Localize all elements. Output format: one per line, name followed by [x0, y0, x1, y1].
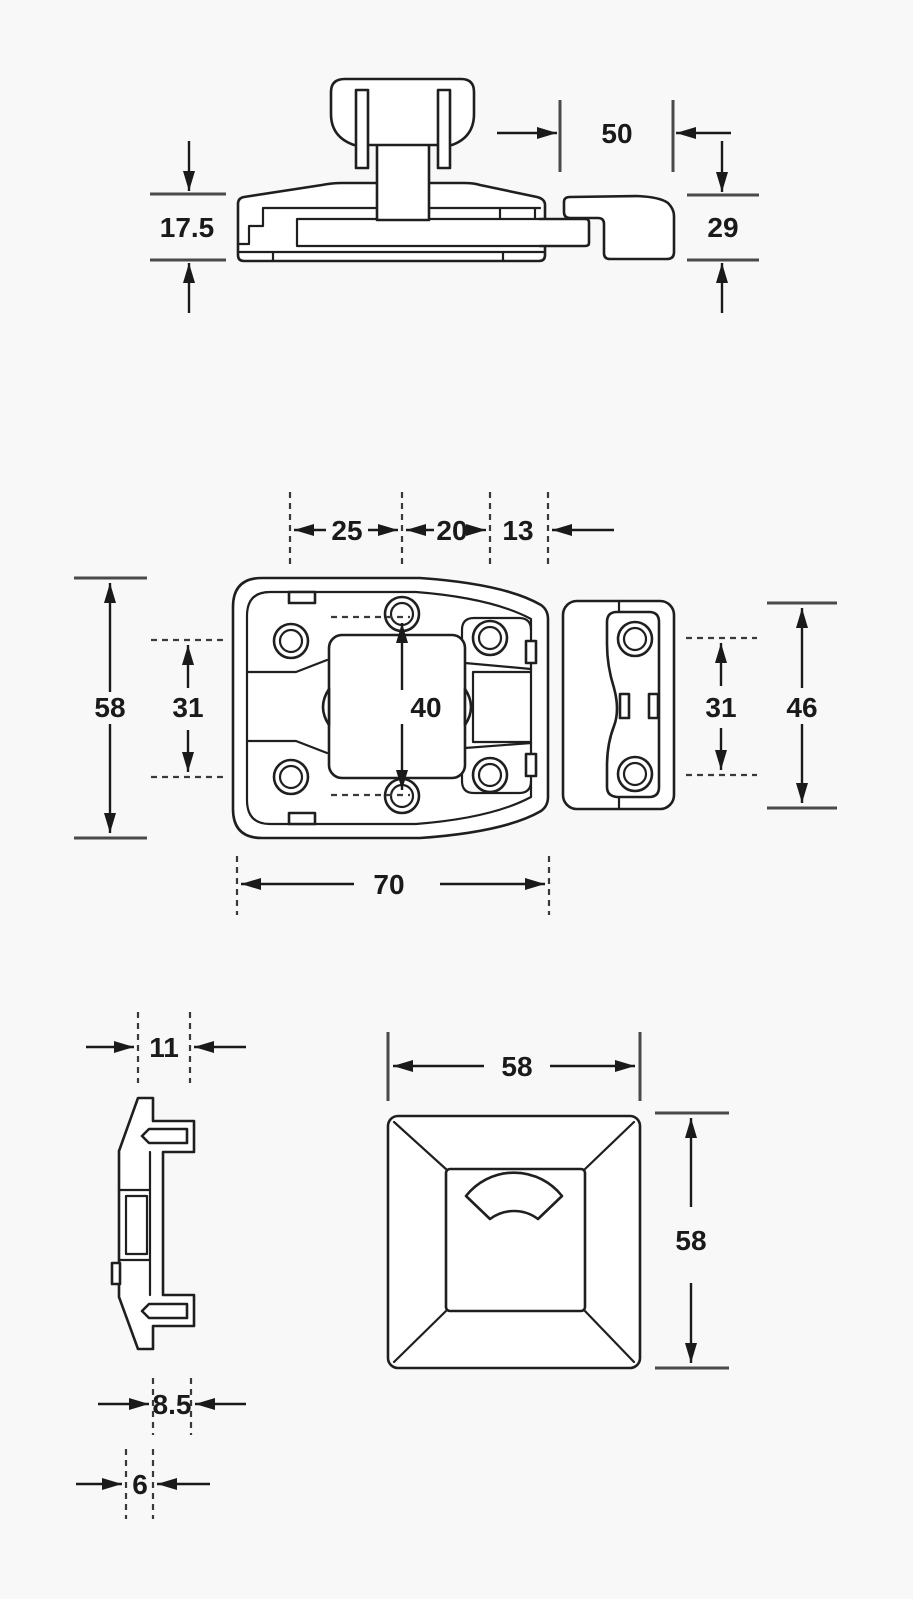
dim-label-face-height: 58 — [675, 1225, 706, 1256]
keeper-slots — [618, 692, 660, 720]
dim-plate-depth: 6 — [76, 1449, 210, 1519]
dim-overall-depth: 11 — [86, 1012, 246, 1083]
keeper-bone-outline — [605, 610, 661, 799]
dim-ticks — [386, 1032, 642, 1101]
plan-view: 25 20 13 58 31 40 — [74, 492, 837, 915]
face-thumb-recess — [464, 1171, 564, 1221]
dim-label-plate-depth: 6 — [132, 1469, 148, 1500]
screw-hole-inner — [622, 761, 648, 787]
dim-label-keeper-height: 29 — [707, 212, 738, 243]
dim-label-keeper-hole-pitch: 31 — [705, 692, 736, 723]
dim-keeper-height: 29 — [687, 141, 759, 313]
dim-label-flange-depth: 8.5 — [153, 1389, 192, 1420]
extension-lines — [151, 1378, 193, 1435]
keeper-profile-slots — [140, 1127, 189, 1320]
dim-ticks — [655, 1111, 729, 1370]
keeper-side-outline — [562, 194, 676, 261]
dim-label-edge-offset: 13 — [502, 515, 533, 546]
dim-label-body-length: 58 — [94, 692, 125, 723]
dim-ticks — [150, 192, 226, 262]
screw-hole-inner — [477, 762, 503, 788]
keeper-profile-internal-lines — [118, 1150, 152, 1297]
body-inner-outline — [245, 590, 533, 826]
extension-lines — [288, 492, 550, 566]
dim-body-length: 58 — [74, 576, 147, 840]
dim-label-pitch-left: 25 — [331, 515, 362, 546]
extension-lines — [136, 1012, 192, 1083]
dim-label-body-hole-pitch: 31 — [172, 692, 203, 723]
keeper-profile-outline — [117, 1096, 196, 1351]
screw-hole-inner — [278, 628, 304, 654]
dim-hole-pitches: 25 20 13 — [288, 492, 614, 566]
keeper-profile-left-notch — [110, 1261, 122, 1286]
dim-flange-depth: 8.5 — [98, 1378, 246, 1435]
dim-ticks — [687, 193, 759, 262]
body-edge-notches — [287, 590, 317, 826]
extension-lines — [151, 638, 227, 779]
centre-square-bumps — [321, 687, 473, 727]
dim-label-pitch-right: 20 — [436, 515, 467, 546]
dim-face-height: 58 — [655, 1111, 729, 1370]
dim-keeper-width: 50 — [497, 100, 731, 172]
dim-body-width: 70 — [235, 856, 551, 915]
centre-square — [327, 633, 467, 780]
latch-knob-cap — [329, 77, 476, 147]
button-face-view: 58 58 — [386, 1032, 729, 1370]
dim-face-width: 58 — [386, 1032, 642, 1101]
keeper-profile-view: 11 8.5 6 — [76, 1012, 246, 1519]
dim-keeper-hole-pitch: 31 — [686, 636, 757, 777]
screw-hole-inner — [477, 625, 503, 651]
keeper-screw-holes — [616, 620, 654, 793]
dim-label-centre-slot: 40 — [410, 692, 441, 723]
side-elevation-view: 17.5 50 29 — [150, 77, 759, 313]
latch-tongue — [538, 217, 591, 248]
dim-ticks — [74, 576, 147, 840]
face-bevel-diagonals — [392, 1120, 636, 1364]
dim-label-base-height: 17.5 — [160, 212, 215, 243]
screw-hole-inner — [622, 626, 648, 652]
dim-body-hole-pitch: 31 — [151, 638, 227, 779]
dim-ticks — [767, 601, 837, 810]
extension-lines — [235, 856, 551, 915]
dim-centre-slot: 40 — [331, 615, 442, 797]
dim-label-overall-depth: 11 — [149, 1032, 179, 1063]
dim-label-body-width: 70 — [373, 869, 404, 900]
dim-label-face-width: 58 — [501, 1051, 532, 1082]
latch-base-outline — [236, 181, 547, 263]
extension-lines — [124, 1449, 155, 1519]
body-web-lines — [245, 658, 533, 755]
dim-label-keeper-width: 50 — [601, 118, 632, 149]
extension-lines — [331, 615, 410, 797]
extension-lines — [686, 636, 757, 777]
latch-knob-slots — [354, 88, 452, 170]
dim-base-height: 17.5 — [150, 141, 226, 313]
screw-hole-inner — [278, 764, 304, 790]
dim-label-keeper-length: 46 — [786, 692, 817, 723]
dim-ticks — [558, 100, 675, 172]
flange-slots — [524, 639, 538, 778]
dim-keeper-length: 46 — [767, 601, 837, 810]
